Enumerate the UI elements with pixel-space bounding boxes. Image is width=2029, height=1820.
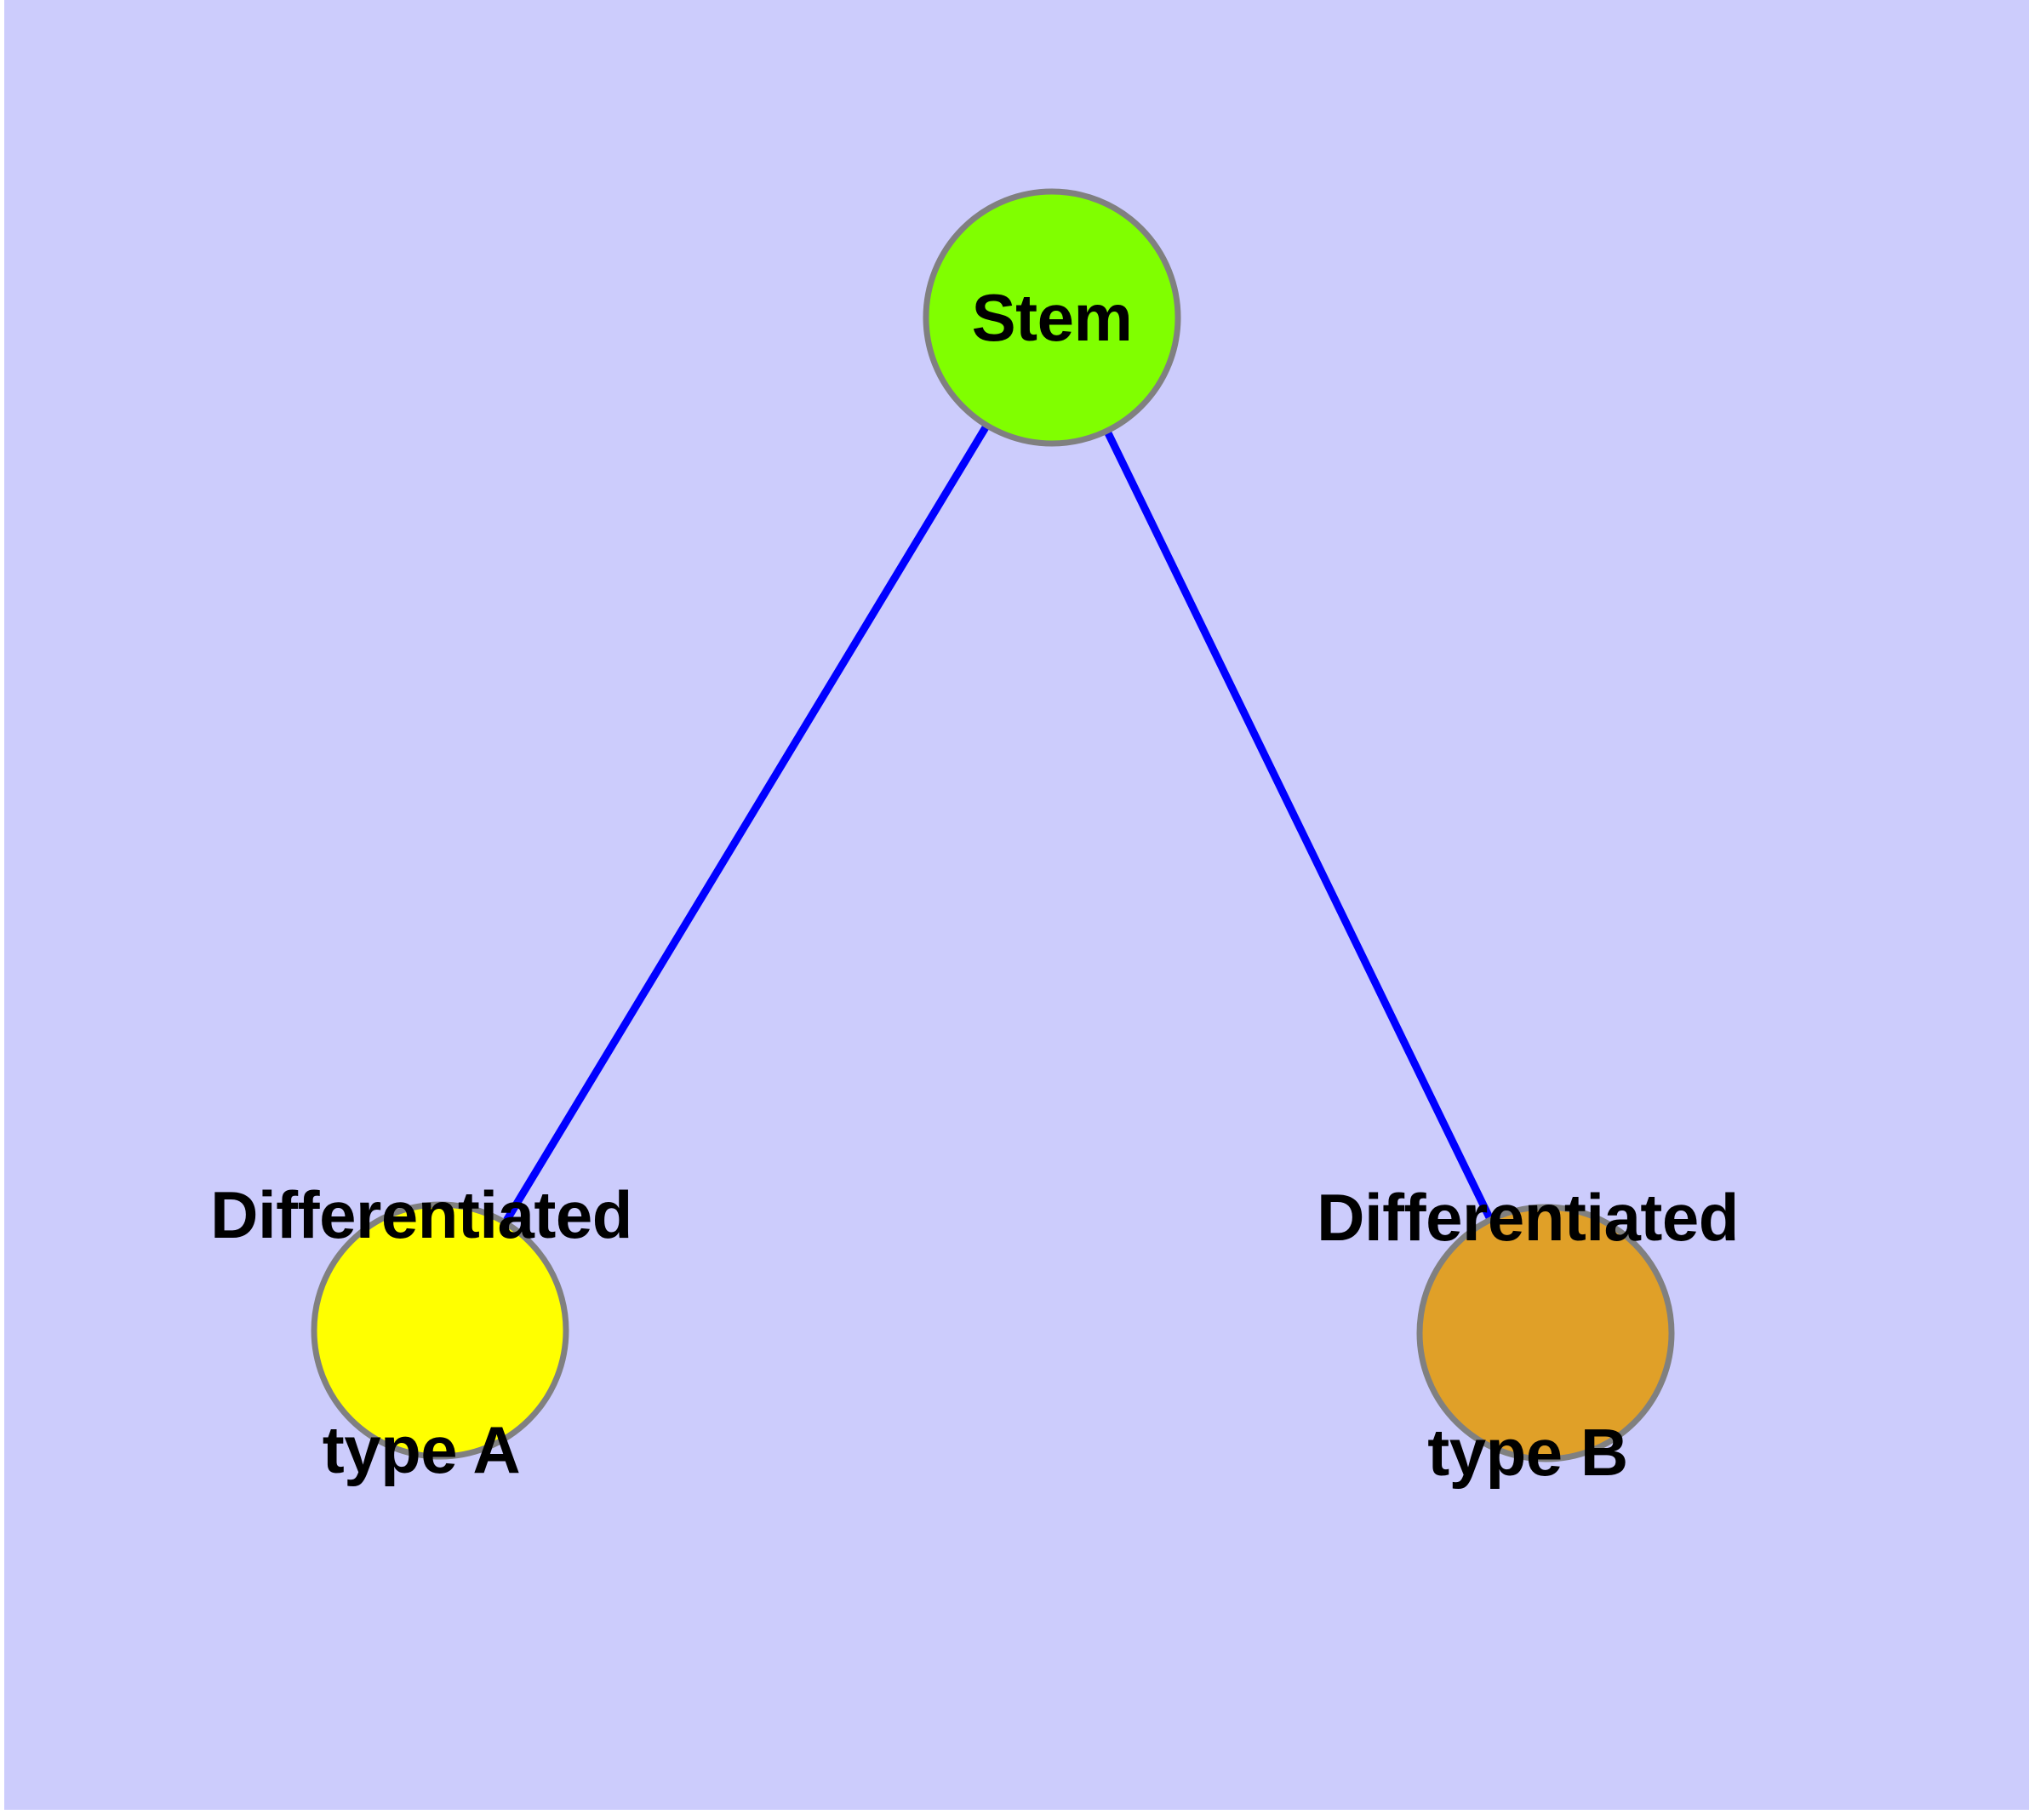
node-layer (311, 188, 1675, 1462)
edge-stem-to-differentiated-type-b (1048, 316, 1550, 1335)
node-differentiated-type-b[interactable] (1416, 1204, 1675, 1462)
edge-layer (437, 315, 1550, 1335)
node-differentiated-type-a[interactable] (311, 1201, 569, 1460)
node-stem[interactable] (923, 188, 1181, 447)
edge-stem-to-differentiated-type-a (437, 315, 1055, 1333)
